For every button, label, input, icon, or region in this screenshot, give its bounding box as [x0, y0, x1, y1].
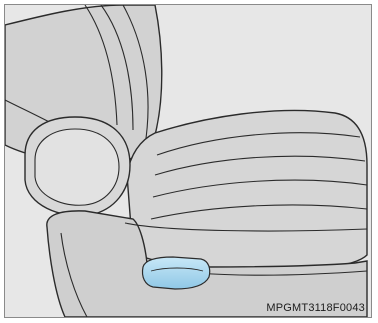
figure-frame: MPGMT3118F0043 [4, 4, 372, 318]
seat-adjust-lever-highlight [142, 257, 209, 289]
image-code-label: MPGMT3118F0043 [266, 302, 365, 314]
seat-illustration [5, 5, 371, 317]
seat-cushion [127, 110, 367, 271]
recliner-cover-inner [35, 129, 119, 205]
